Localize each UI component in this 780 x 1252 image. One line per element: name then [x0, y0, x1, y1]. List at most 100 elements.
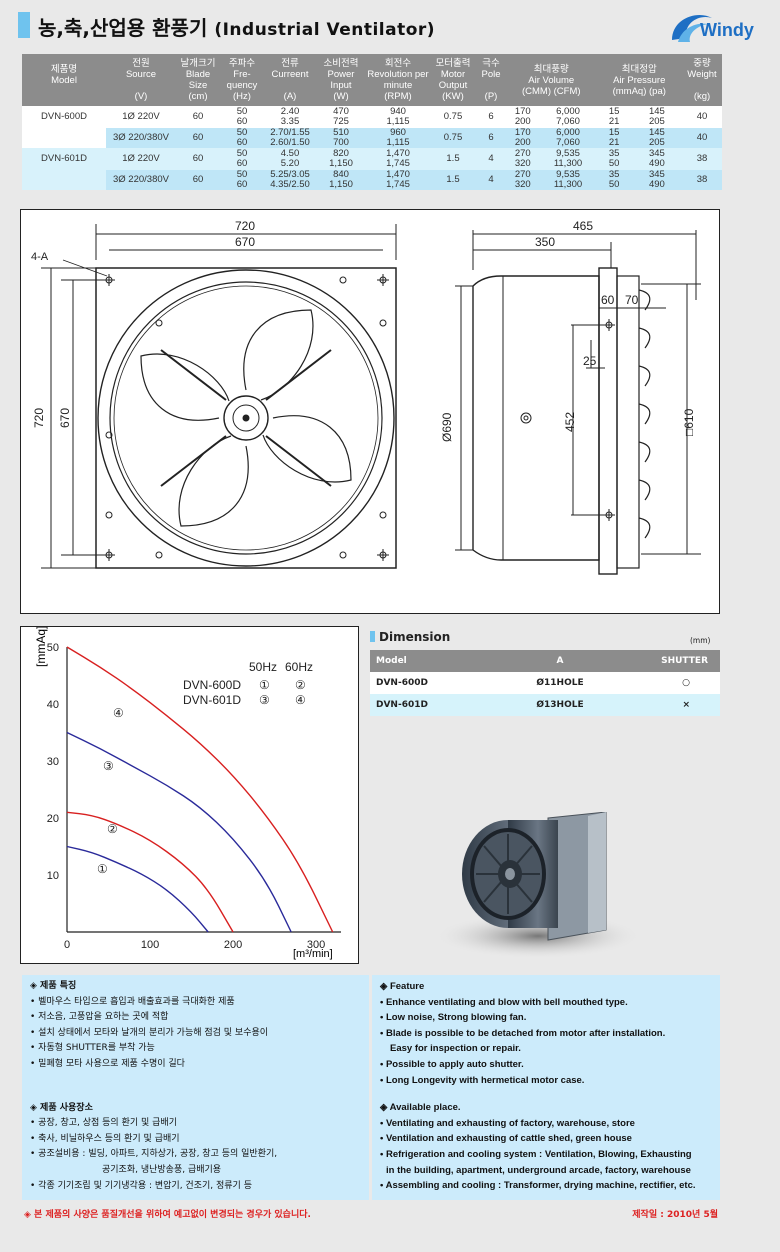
dim-610: □610: [682, 408, 696, 436]
footer-note: ◈ 본 제품의 사양은 품질개선을 위하여 예고없이 변경되는 경우가 있습니다…: [24, 1210, 311, 1220]
curve-label-3: ③: [103, 759, 114, 773]
dimension-unit: (mm): [690, 636, 711, 645]
series-line-3: [66, 731, 292, 933]
usage-item: 공기조화, 냉난방송풍, 급배기용: [102, 1164, 222, 1175]
usage-item: in the building, apartment, underground …: [386, 1164, 691, 1176]
page-header: 농,축,산업용 환풍기 (Industrial Ventilator) Wind…: [18, 8, 764, 50]
title-english: (Industrial Ventilator): [214, 20, 436, 40]
spec-cell-source: 1Ø 220V: [106, 148, 176, 170]
legend-mark-3: ③: [259, 693, 270, 707]
series-line-1: [66, 845, 209, 933]
dim-col-a: A: [490, 650, 630, 672]
x-tick-label: 100: [141, 939, 159, 951]
series-line-4: [66, 646, 334, 933]
spec-cell-pole: 4: [476, 148, 506, 170]
feature-item: • Possible to apply auto shutter.: [380, 1058, 524, 1070]
windy-logo: Windy: [664, 8, 760, 50]
y-axis-label: [mmAq]: [34, 627, 48, 667]
curve-label-4: ④: [113, 706, 124, 720]
spec-cell-weight: 40: [682, 106, 722, 128]
spec-cell-weight: 38: [682, 170, 722, 190]
dimension-drawing: 720 670 4-A 720 670 465 350 60 70 Ø690 4…: [20, 209, 720, 614]
legend-mark-2: ②: [295, 678, 306, 692]
spec-cell-source: 3Ø 220/380V: [106, 128, 176, 148]
usage-item: • 공조설비용 : 빌딩, 아파트, 지하상가, 공장, 창고 등의 일반환기,: [30, 1149, 278, 1160]
feature-item: • 자동형 SHUTTER를 부착 가능: [30, 1043, 155, 1054]
dim-cell-shutter: ×: [630, 694, 720, 716]
usage-item: • 각종 기기조립 및 기기냉각용 : 변압기, 건조기, 정류기 등: [30, 1180, 252, 1191]
spec-cell-weight: 38: [682, 148, 722, 170]
dim-25: 25: [583, 354, 597, 368]
feature-item: • Enhance ventilating and blow with bell…: [380, 996, 628, 1008]
dim-cell-model: DVN-600D: [370, 672, 490, 694]
dim-col-shutter: SHUTTER: [630, 650, 720, 672]
footer-date: 제작일 : 2010년 5월: [632, 1210, 718, 1220]
x-axis-label: [m³/min]: [293, 948, 333, 960]
dim-60: 60: [601, 293, 615, 307]
dim-4a: 4-A: [31, 251, 49, 263]
features-title: ◈ 제품 특징: [30, 981, 77, 991]
curve-labels: ① ② ③ ④: [97, 706, 124, 876]
dim-670-left: 670: [58, 408, 72, 428]
usage-title: ◈ 제품 사용장소: [30, 1102, 93, 1113]
y-tick-label: 50: [47, 642, 59, 654]
spec-cell-motor: 0.75: [430, 128, 476, 148]
y-tick-label: 40: [47, 699, 59, 711]
dim-cell-a: Ø13HOLE: [490, 694, 630, 716]
feature-item: • 밀폐형 모타 사용으로 제품 수명이 길다: [30, 1058, 185, 1069]
spec-cell-motor: 1.5: [430, 148, 476, 170]
feature-item: • 저소음, 고풍압을 요하는 곳에 적합: [30, 1012, 169, 1023]
usage-item: • Ventilating and exhausting of factory,…: [380, 1117, 635, 1129]
legend-mark-4: ④: [295, 693, 306, 707]
spec-cell-pole: 6: [476, 106, 506, 128]
dim-col-model: Model: [370, 650, 490, 672]
spec-cell-model-empty: [22, 128, 106, 148]
dim-452: 452: [563, 412, 577, 432]
legend-mark-1: ①: [259, 678, 270, 692]
usage-item: • Assembling and cooling : Transformer, …: [380, 1180, 696, 1192]
legend-model-600d: DVN-600D: [183, 678, 241, 692]
features-korean: ◈ 제품 특징 • 벨마우스 타입으로 흡입과 배출효과를 극대화한 제품 • …: [22, 975, 369, 1200]
y-tick-label: 10: [47, 870, 59, 882]
spec-cell-blade: 60: [176, 148, 220, 170]
usage-item: • Ventilation and exhausting of cattle s…: [380, 1133, 632, 1145]
dim-670-top: 670: [235, 235, 255, 249]
dim-cell-shutter: ○: [630, 672, 720, 694]
x-tick-label: 200: [224, 939, 242, 951]
dim-350: 350: [535, 235, 555, 249]
spec-cell-blade: 60: [176, 128, 220, 148]
y-tick-label: 20: [47, 813, 59, 825]
logo-text: Windy: [700, 20, 754, 40]
usage-item: • 공장, 창고, 상점 등의 환기 및 급배기: [30, 1118, 177, 1129]
x-tick-label: 0: [64, 939, 70, 951]
